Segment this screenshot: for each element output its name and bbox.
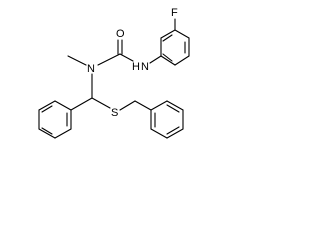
- nh-carbonyl-bond: [119, 53, 134, 62]
- n-methyl-bond: [67, 55, 87, 66]
- urea-nh-nitrogen-label: N: [141, 61, 149, 73]
- fluorine-atom-label: F: [171, 7, 178, 19]
- carbonyl-n-bond: [97, 53, 121, 66]
- fluorophenyl-ring: [160, 29, 190, 66]
- sulfur-atom-label: S: [111, 107, 118, 119]
- ch2-benzyl-bond: [134, 100, 152, 111]
- s-ch2-bond: [119, 100, 136, 111]
- carbonyl-double-bond: [117, 39, 123, 55]
- molecule-svg: F H N O N S: [38, 7, 190, 139]
- nh-hydrogen-label: H: [132, 61, 140, 73]
- methine-phenyl-bond: [70, 97, 93, 111]
- oxygen-atom-label: O: [116, 28, 125, 40]
- methine-s-bond: [91, 97, 111, 109]
- benzyl-ring: [150, 100, 184, 139]
- aryl-n-bond: [149, 55, 162, 64]
- amide-nitrogen-label: N: [87, 63, 95, 75]
- structure-drawing: F H N O N S: [0, 0, 225, 165]
- phenyl-ring: [38, 100, 72, 139]
